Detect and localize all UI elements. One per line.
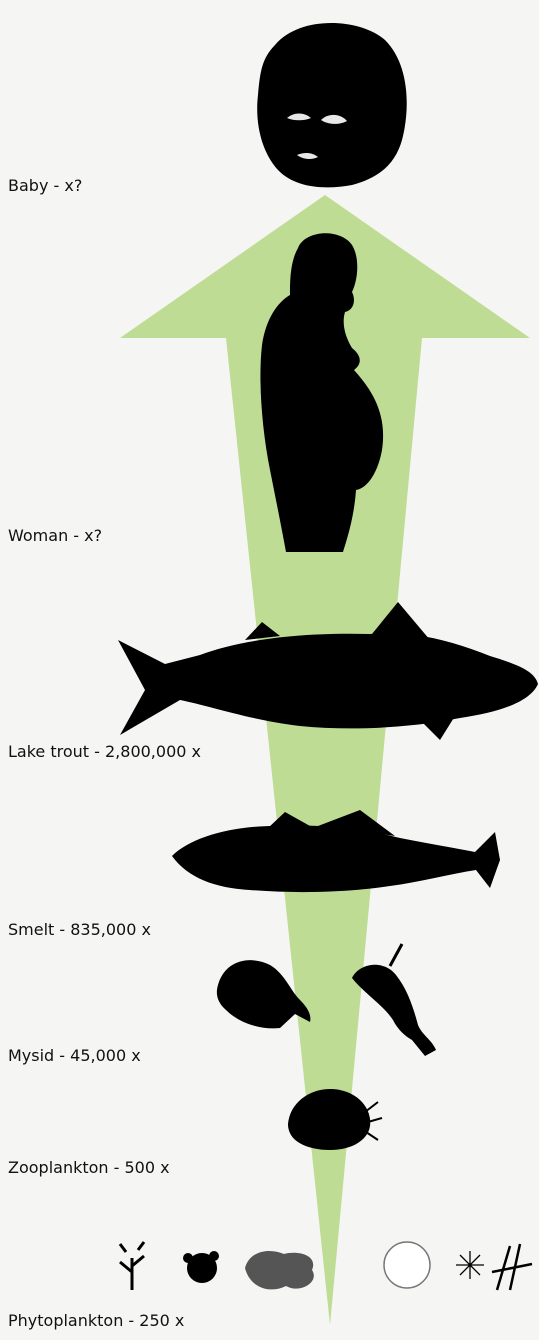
smelt-icon <box>172 810 500 892</box>
level-label-baby: Baby - x? <box>8 176 82 195</box>
level-label-phytoplankton: Phytoplankton - 250 x <box>8 1311 184 1330</box>
level-label-zooplankton: Zooplankton - 500 x <box>8 1158 170 1177</box>
level-label-mysid: Mysid - 45,000 x <box>8 1046 141 1065</box>
baby-head-icon <box>257 23 407 187</box>
level-label-woman: Woman - x? <box>8 526 102 545</box>
level-label-lake-trout: Lake trout - 2,800,000 x <box>8 742 201 761</box>
zooplankton-icon <box>288 1089 382 1150</box>
level-label-smelt: Smelt - 835,000 x <box>8 920 151 939</box>
